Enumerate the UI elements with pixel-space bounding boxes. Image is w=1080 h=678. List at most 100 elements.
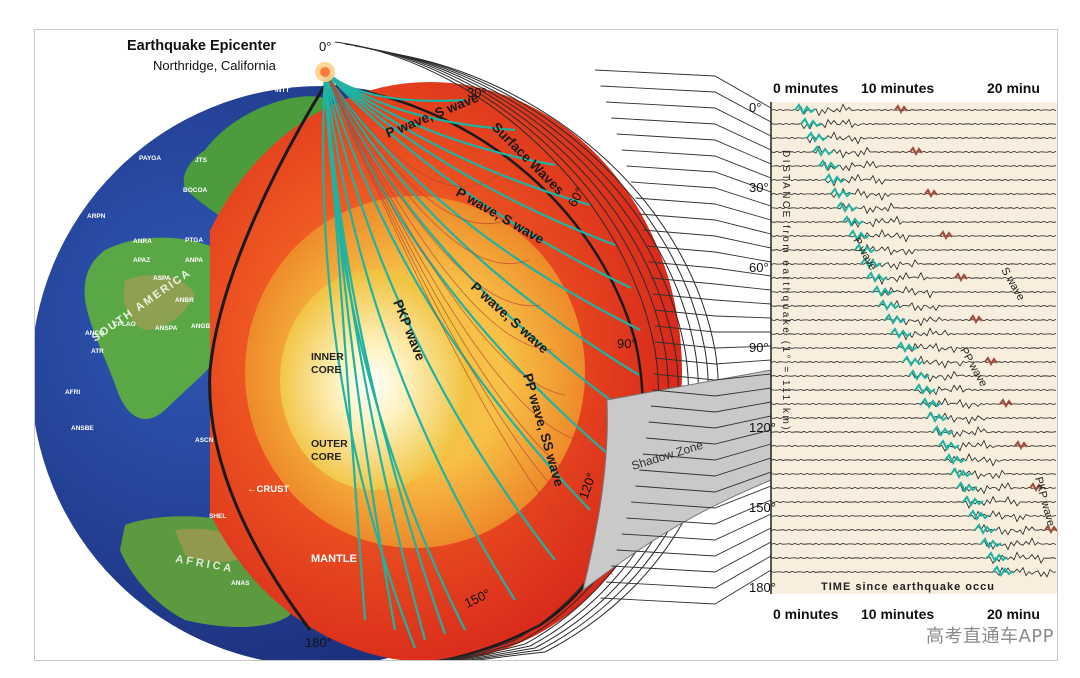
p-arrival — [932, 425, 954, 437]
seismogram-traces — [771, 103, 1057, 578]
trace-line — [771, 384, 1057, 396]
trace-line — [771, 453, 1057, 467]
p-arrival — [944, 453, 966, 465]
top-axis-20: 20 minu — [987, 80, 1040, 96]
trace-line — [771, 566, 1057, 578]
connector-line — [611, 541, 772, 573]
s-arrival — [1029, 482, 1043, 493]
reflected-ray — [324, 71, 578, 441]
trace-line — [771, 215, 1057, 228]
connector-line — [594, 69, 772, 109]
trace-line — [771, 426, 1057, 438]
connector-line — [650, 401, 772, 413]
p-arrival — [872, 285, 894, 297]
station-label: ANRA — [133, 238, 152, 245]
p-arrival — [980, 537, 1002, 549]
trace-line — [771, 243, 1057, 256]
seismic-ray — [324, 71, 640, 376]
station-label: ARPN — [87, 213, 106, 220]
station-label: ANSPA — [155, 325, 178, 332]
station-label: CPLAO — [113, 321, 136, 328]
p-arrival — [836, 201, 858, 213]
bottom-axis-0: 0 minutes — [773, 606, 839, 622]
watermark: 高考直通车APP — [925, 626, 1054, 647]
seismic-ray — [323, 71, 556, 561]
trace-line — [771, 482, 1057, 495]
distance-tick: 60° — [749, 260, 769, 275]
p-arrival — [878, 299, 900, 311]
p-arrival — [854, 243, 876, 255]
distance-tick: 180° — [749, 580, 776, 595]
distance-tick: 90° — [749, 340, 769, 355]
distance-tick: 120° — [749, 420, 776, 435]
trace-line — [771, 495, 1057, 509]
station-label: ANAS — [231, 580, 250, 587]
connector-line — [639, 213, 772, 235]
trace-line — [771, 523, 1057, 536]
connector-line — [631, 181, 772, 207]
trace-line — [771, 285, 1057, 299]
label-crust: ←CRUST — [247, 484, 289, 495]
station-label: ANSBE — [71, 425, 94, 432]
p-arrival — [794, 103, 816, 115]
p-arrival — [986, 551, 1008, 563]
reflected-ray — [324, 71, 566, 396]
station-label: AFRI — [65, 389, 80, 396]
trace-line — [771, 537, 1057, 551]
reflected-ray — [324, 71, 590, 486]
trace-line — [771, 299, 1057, 312]
p-arrival — [866, 271, 888, 283]
connector-line — [621, 513, 772, 541]
trace-line — [771, 342, 1057, 354]
connector-line — [600, 569, 772, 605]
s-arrival — [969, 314, 983, 325]
figure-frame: Earthquake Epicenter Northridge, Califor… — [34, 29, 1058, 661]
bottom-axis-10: 10 minutes — [861, 606, 934, 622]
s-arrival — [999, 398, 1013, 409]
s-arrival — [894, 104, 908, 115]
connector-line — [611, 117, 772, 151]
seismic-ray — [322, 71, 417, 649]
connector-line — [600, 85, 772, 123]
station-label: ANBR — [175, 297, 194, 304]
p-arrival — [806, 131, 828, 143]
trace-line — [771, 467, 1057, 480]
connector-line — [616, 527, 772, 557]
angle-30: 30° — [467, 85, 487, 100]
trace-line — [771, 439, 1057, 453]
reflected-ray — [324, 71, 614, 576]
top-axis-10: 10 minutes — [861, 80, 934, 96]
trace-line — [771, 103, 1057, 117]
station-label: ANGB — [191, 323, 210, 330]
connector-line — [626, 165, 772, 193]
p-arrival — [992, 565, 1014, 577]
trace-line — [771, 145, 1057, 159]
shadow-zone-band — [582, 369, 772, 592]
top-axis-0: 0 minutes — [773, 80, 839, 96]
reflected-ray — [324, 71, 506, 187]
label-mantle: MANTLE — [311, 553, 357, 565]
trace-line — [771, 551, 1057, 565]
p-arrival — [920, 397, 942, 409]
p-arrival — [848, 229, 870, 241]
trace-line — [771, 327, 1057, 341]
seismic-ray — [324, 71, 556, 167]
connector-line — [648, 415, 772, 429]
station-label: ATR — [91, 348, 104, 355]
connector-line — [606, 101, 772, 137]
connector-line — [645, 245, 772, 263]
station-label: PAYGA — [139, 155, 161, 162]
p-arrival — [890, 327, 912, 339]
station-label: INTT — [275, 87, 289, 94]
station-label: APAZ — [133, 257, 150, 264]
p-arrival — [938, 439, 960, 451]
connector-line — [650, 277, 772, 291]
distance-ticks: 0°30°60°90°120°150°180° — [749, 100, 776, 595]
connector-line — [652, 293, 772, 305]
p-arrival — [968, 509, 990, 521]
connector-line — [642, 229, 772, 249]
trace-line — [771, 160, 1057, 172]
p-arrival — [914, 383, 936, 395]
p-arrival — [860, 257, 882, 269]
station-label: JTS — [195, 157, 208, 164]
